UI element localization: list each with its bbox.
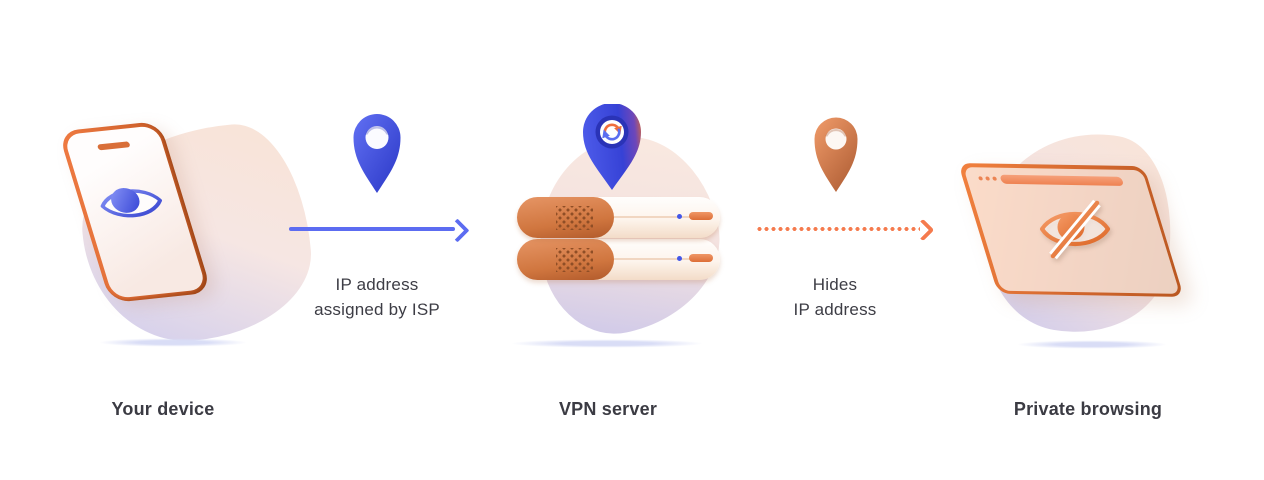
flow-caption-line: IP address — [793, 300, 877, 319]
server-unit — [517, 239, 720, 280]
server-led-indicator — [677, 256, 682, 261]
server-ground-shadow — [506, 339, 708, 348]
flow-caption-isp: IP address assigned by ISP — [267, 272, 487, 322]
server-unit — [517, 197, 720, 238]
server-seam-line — [614, 216, 710, 218]
device-ground-shadow — [95, 338, 251, 347]
phone-illustration — [58, 120, 212, 304]
flow-caption-line: IP address — [335, 275, 419, 294]
server-front-panel — [517, 239, 614, 280]
flow-caption-line: Hides — [812, 275, 858, 294]
phone-speaker — [96, 141, 131, 151]
vpn-location-pin-icon — [583, 104, 641, 190]
server-vent-dots — [556, 248, 593, 272]
server-seam-line — [614, 258, 710, 260]
flow-arrow-dotted-head — [911, 218, 935, 242]
location-pin-icon — [353, 113, 401, 193]
server-led-indicator — [677, 214, 682, 219]
eye-icon — [100, 188, 163, 218]
device-label: Your device — [111, 399, 215, 419]
server-vent-dots — [556, 206, 593, 230]
server-front-panel — [517, 197, 614, 238]
sync-arrows-icon — [602, 123, 622, 141]
server-drive-slot — [689, 254, 713, 262]
server-drive-slot — [689, 212, 713, 220]
vpn-server-label: VPN server — [558, 399, 658, 419]
private-browsing-label: Private browsing — [1013, 399, 1163, 419]
flow-caption-hides: Hides IP address — [725, 272, 945, 322]
flow-arrow-solid — [289, 227, 455, 231]
traffic-dot-icon — [991, 176, 997, 181]
browser-ground-shadow — [1013, 340, 1171, 349]
address-bar — [998, 174, 1124, 186]
phone-screen — [63, 125, 207, 299]
flow-arrow-solid-head — [445, 218, 470, 243]
eye-off-icon — [1039, 199, 1111, 260]
traffic-dot-icon — [984, 175, 990, 181]
location-pin-icon — [814, 117, 858, 192]
flow-caption-line: assigned by ISP — [314, 300, 440, 319]
traffic-dot-icon — [977, 175, 983, 180]
flow-arrow-dotted — [756, 227, 920, 231]
